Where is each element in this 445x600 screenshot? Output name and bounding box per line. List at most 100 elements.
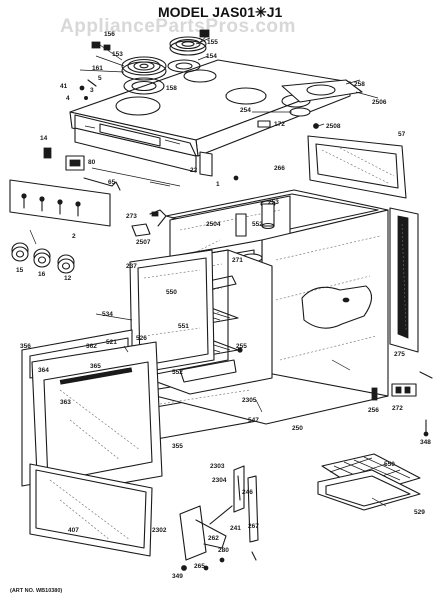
label-262: 262 [208, 535, 219, 542]
side-panel-emboss [301, 285, 373, 329]
knob-16 [33, 248, 51, 268]
terminal-block-left [91, 41, 101, 49]
label-521: 521 [106, 339, 117, 346]
part-labels: 156 155 153 154 161 158 41 5 4 3 258 250… [16, 31, 431, 580]
terminal-block-small [103, 44, 111, 51]
label-550b: 550 [384, 461, 395, 468]
burner-opening-right-front [225, 87, 267, 105]
label-154: 154 [206, 53, 217, 60]
hinge-receiver-2302 [179, 505, 207, 561]
label-246: 246 [242, 489, 253, 496]
burner-opening-left-front [115, 96, 161, 116]
label-550: 550 [166, 289, 177, 296]
label-2504: 2504 [206, 221, 221, 228]
label-156: 156 [104, 31, 115, 38]
burner-opening-right-rear [183, 69, 217, 83]
label-363: 363 [60, 399, 71, 406]
broiler-pan [317, 453, 421, 511]
side-panel-275 [389, 207, 419, 353]
label-272: 272 [392, 405, 403, 412]
label-57: 57 [398, 131, 406, 138]
label-4: 4 [66, 95, 70, 102]
door-hinge-parts [179, 465, 259, 571]
label-172: 172 [274, 121, 285, 128]
label-255: 255 [236, 343, 247, 350]
screw-265 [203, 565, 209, 571]
label-237: 237 [126, 263, 137, 270]
thermostat-253 [261, 203, 275, 227]
label-547: 547 [248, 417, 259, 424]
console-window [99, 123, 161, 147]
label-1: 1 [216, 181, 220, 188]
label-551: 551 [178, 323, 189, 330]
surface-elements [79, 29, 210, 101]
label-266: 266 [274, 165, 285, 172]
knob-clip [29, 229, 37, 245]
bracket-clip [87, 79, 97, 87]
label-355: 355 [172, 443, 183, 450]
label-250: 250 [292, 425, 303, 432]
control-panel-parts [43, 147, 213, 191]
label-2: 2 [72, 233, 76, 240]
label-529: 529 [414, 509, 425, 516]
element-screw-255 [237, 347, 243, 353]
drawer-panel-407 [29, 463, 153, 557]
hinge-arm-267 [247, 475, 259, 543]
label-273: 273 [126, 213, 137, 220]
label-348: 348 [420, 439, 431, 446]
watermark-text: AppliancePartsPros.com [60, 16, 296, 37]
control-knobs [11, 242, 75, 274]
label-12: 12 [64, 275, 72, 282]
label-534: 534 [102, 311, 113, 318]
label-158: 158 [166, 85, 177, 92]
cooktop-assembly [69, 59, 363, 173]
door-window [43, 361, 153, 483]
label-80: 80 [88, 159, 96, 166]
label-256: 256 [368, 407, 379, 414]
hinge-link-262 [195, 519, 227, 549]
label-267: 267 [248, 523, 259, 530]
label-364: 364 [38, 367, 49, 374]
label-15: 15 [16, 267, 24, 274]
hinge-bracket [257, 120, 271, 128]
switch-14 [43, 147, 52, 159]
diagram-title: MODEL JAS01✳J1 [158, 4, 283, 20]
door-handle [59, 367, 133, 385]
coil-element-rear [169, 36, 207, 56]
label-362: 362 [86, 343, 97, 350]
label-2508: 2508 [326, 123, 341, 130]
label-280: 280 [218, 547, 229, 554]
label-153: 153 [112, 51, 123, 58]
label-552b: 552 [172, 369, 183, 376]
console-rail [91, 167, 181, 187]
label-365: 365 [90, 363, 101, 370]
knob-12 [57, 254, 75, 274]
element-receptacle [289, 107, 311, 117]
label-5: 5 [98, 75, 102, 82]
label-161: 161 [92, 65, 103, 72]
console-knob-mark-2 [164, 139, 181, 145]
label-552: 552 [252, 221, 263, 228]
label-258: 258 [354, 81, 365, 88]
label-241: 241 [230, 525, 241, 532]
side-panel-fastener [342, 297, 350, 303]
screw-icon-3 [313, 123, 319, 129]
label-253: 253 [268, 199, 279, 206]
terminal-block-right [199, 29, 210, 38]
label-16: 16 [38, 271, 46, 278]
insulation-2507 [131, 223, 151, 237]
bake-element [179, 359, 237, 383]
label-2507: 2507 [136, 239, 151, 246]
screw-349 [181, 565, 187, 571]
screw-icon-2 [84, 96, 89, 101]
label-254: 254 [240, 107, 251, 114]
label-65: 65 [108, 179, 116, 186]
knob-15 [11, 242, 29, 262]
screw-icon [79, 85, 85, 91]
label-2303: 2303 [210, 463, 225, 470]
label-155: 155 [207, 39, 218, 46]
drip-pan [167, 59, 201, 73]
hinge-rod [209, 505, 233, 525]
label-2506: 2506 [372, 99, 387, 106]
